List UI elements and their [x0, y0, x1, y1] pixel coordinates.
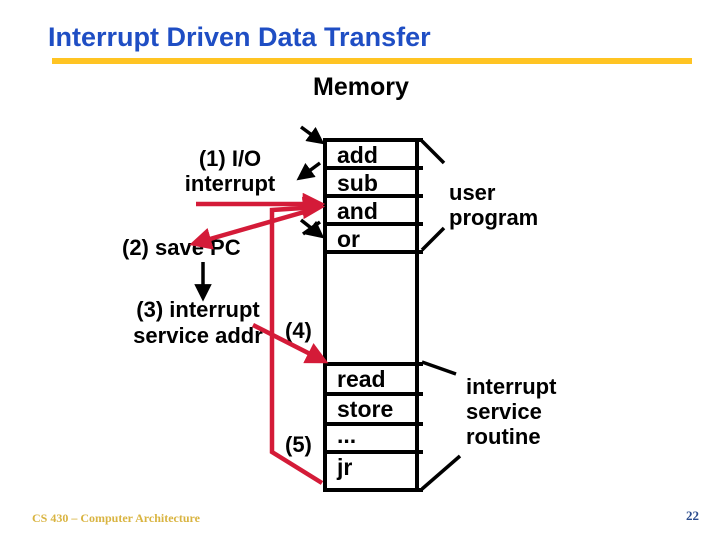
flow-arrow-into-or — [299, 218, 325, 239]
memory-row-add: add — [327, 138, 423, 168]
memory-heading: Memory — [313, 73, 409, 101]
memory-row-and: and — [327, 194, 423, 224]
title-underline-rule — [52, 58, 692, 64]
interrupt-service-routine-brace — [420, 360, 462, 491]
flow-arrow-or-tail — [301, 220, 322, 236]
user-program-label: user program — [449, 180, 538, 230]
interrupt-service-routine-label: interrupt service routine — [466, 374, 556, 449]
memory-row-read: read — [327, 362, 423, 392]
program-flow-arrows — [296, 125, 325, 239]
step-1-label: (1) I/O interrupt — [168, 146, 292, 196]
step-4-label: (4) — [285, 318, 312, 343]
memory-table-bottom-divider — [327, 488, 423, 492]
memory-row-ellipsis: ... — [327, 422, 423, 450]
isr-line3: routine — [466, 424, 541, 449]
user-program-line1: user — [449, 180, 496, 205]
footer-course-label: CS 430 – Computer Architecture — [32, 511, 200, 525]
step-3-label: (3) interrupt service addr — [100, 297, 296, 349]
memory-row-or: or — [327, 222, 423, 252]
step-3-line2: service addr — [133, 323, 263, 348]
memory-table: add sub and or read store ... jr — [323, 138, 423, 492]
step-1-line1: (1) I/O — [198, 146, 262, 171]
user-program-line2: program — [449, 205, 539, 230]
memory-row-sub: sub — [327, 166, 423, 196]
isr-line2: service — [466, 399, 542, 424]
isr-line1: interrupt — [466, 374, 557, 399]
memory-row-empty — [327, 250, 423, 362]
flow-arrow-out-of-add — [296, 161, 322, 181]
footer-page-number: 22 — [686, 508, 699, 523]
page-title: Interrupt Driven Data Transfer — [48, 22, 431, 52]
memory-row-store: store — [327, 392, 423, 422]
user-program-brace — [420, 139, 446, 252]
flow-arrow-into-add — [299, 125, 325, 145]
step-3-line1: (3) interrupt — [136, 297, 260, 322]
step-1-line2: interrupt — [184, 171, 276, 196]
memory-row-jr: jr — [327, 450, 423, 488]
step-2-label: (2) save PC — [122, 235, 241, 260]
step-5-label: (5) — [285, 432, 312, 457]
